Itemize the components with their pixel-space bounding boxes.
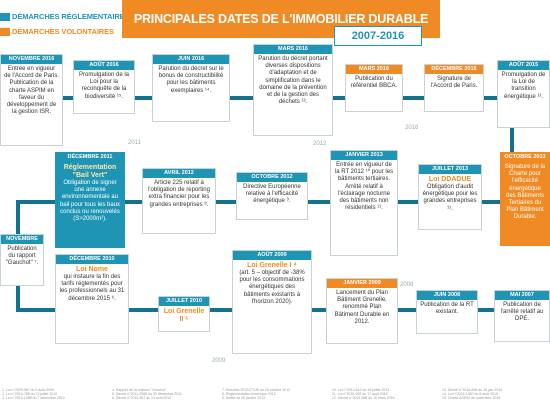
legend-label-regulatory: Démarches réglementaires — [12, 12, 130, 21]
event-date: JUILLET 2010 — [159, 297, 209, 306]
footnote: 1. Loi n°2009-967 du 3 août 2009 — [2, 388, 54, 392]
year-marker-2012: 2012 — [313, 141, 327, 147]
year-marker-2008: 2008 — [400, 282, 414, 288]
event-jan-2013: JANVIER 2013 Entrée en vigueur de la RT … — [330, 150, 398, 256]
footnote: 11. Loi n°2015-992 du 17 août 2015 — [332, 392, 388, 396]
event-mar-2016: MARS 2016 Parution du décret portant div… — [253, 44, 333, 136]
legend-label-voluntary: Démarches volontaires — [12, 27, 114, 36]
footnote: 14. Loi n°2016-1087 du 8 août 2016 — [442, 392, 498, 396]
event-text: Signature de la Charte pour l'efficacité… — [504, 164, 546, 221]
event-aug-2015: AOÛT 2015 Promulgation de la Loi de tran… — [497, 60, 550, 128]
footnote: 13. Décret n°2016-856 du 28 juin 2016 — [442, 388, 503, 392]
event-text: Article 225 relatif à l'obligation de re… — [148, 180, 210, 208]
event-jun-2008: JUIN 2008 Publication de la RT existant. — [416, 290, 478, 334]
event-aug-2016: AOÛT 2016 Promulgation de la Loi pour la… — [73, 60, 135, 114]
legend-regulatory: Démarches réglementaires — [0, 12, 130, 22]
event-text: Parution du décret sur le bonus de const… — [158, 66, 224, 94]
event-nov-2011: NOVEMBRE 2011 Publication du rapport "Ga… — [0, 234, 44, 286]
event-date: JANVIER 2013 — [331, 151, 397, 160]
event-text: Parution du décret portant diverses disp… — [258, 56, 328, 106]
footnote: 4. Rapport de la mission "Gauchot" — [112, 388, 167, 392]
footnote: 9. Arrêté du 25 janvier 2013 — [222, 396, 266, 400]
footnote: 3. Loi n°2010-1488 du 7 décembre 2010 — [2, 396, 65, 400]
footnotes: 1. Loi n°2009-967 du 3 août 2009 2. Loi … — [0, 388, 550, 400]
event-nov-2016: NOVEMBRE 2016 Entrée en vigueur de l'Acc… — [0, 54, 63, 146]
event-text: Obligation de signer une annexe environn… — [59, 180, 121, 223]
footnote: 5. Décret n°2011-2058 du 30 décembre 201… — [112, 392, 182, 396]
legend-swatch-voluntary — [0, 28, 10, 37]
event-date: JANVIER 2009 — [327, 279, 397, 288]
event-date: NOVEMBRE 2016 — [1, 55, 62, 64]
event-label: Loi DDADUE — [428, 176, 472, 183]
event-date: MARS 2016 — [346, 65, 402, 74]
event-text: Entrée en vigueur de l'Accord de Paris. … — [4, 66, 59, 116]
event-date: AVRIL 2012 — [143, 169, 215, 178]
event-text: Signature de l'Accord de Paris. — [430, 76, 478, 90]
event-oct-2013: OCTOBRE 2013 Signature de la Charte pour… — [500, 152, 550, 246]
legend-voluntary: Démarches volontaires — [0, 27, 114, 37]
year-marker-2011: 2011 — [128, 140, 141, 146]
event-text: Lancement du Plan Bâtiment Grenelle, ren… — [334, 290, 390, 325]
event-jan-2009: JANVIER 2009 Lancement du Plan Bâtiment … — [326, 278, 398, 344]
event-aug-2009: AOÛT 2009 Loi Grenelle I ⁴(art. 5 – obje… — [232, 250, 312, 354]
event-label: Loi Grenelle I ⁴ — [247, 262, 297, 269]
footnote: 2. Loi n°2010-788 du 12 juillet 2010 — [2, 392, 58, 396]
event-date: JUIN 2016 — [153, 55, 229, 64]
event-text: Promulgation de la Loi de transition éne… — [501, 72, 546, 100]
footnote: 8. Réglementation thermique 2012 — [222, 392, 276, 396]
event-text: Obligation d'audit énergétique pour les … — [422, 184, 478, 212]
event-date: NOVEMBRE 2011 — [1, 235, 43, 251]
footnote: 12. Décret n°2016-288 du 10 mars 2016 — [332, 396, 395, 400]
page-title: PRINCIPALES DATES DE L'IMMOBILIER DURABL… — [122, 0, 440, 38]
event-label: Loi Grenelle II ⁵ — [163, 308, 205, 323]
event-text: Directive Européenne relative à l'effica… — [243, 184, 301, 205]
event-date: DÉCEMBRE 2010 — [56, 255, 128, 264]
event-may-2007: MAI 2007 Publication de l'arrêté relatif… — [494, 290, 550, 342]
event-date: MAI 2007 — [495, 291, 549, 300]
event-date: MARS 2016 — [254, 45, 332, 54]
event-date: AOÛT 2009 — [233, 251, 311, 260]
event-text: Publication de la RT existant. — [420, 302, 474, 316]
event-dec-2015: DÉCEMBRE 2015 Signature de l'Accord de P… — [424, 64, 484, 112]
event-label: Réglementation "Bail Vert" — [63, 164, 117, 179]
event-text: Publication du rapport "Gauchot" ⁷. — [5, 246, 39, 267]
event-text: Entrée en vigueur de la RT 2012 ¹⁰ pour … — [334, 162, 394, 212]
event-oct-2012: OCTOBRE 2012 Directive Européenne relati… — [236, 172, 308, 220]
footnote: 6. Décret n°2012-557 du 24 avril 2012 — [112, 396, 172, 400]
footnote: 15. Charte ASPIM de novembre 2016 — [442, 396, 501, 400]
event-text: Publication de l'arrêté relatif au DPE. — [500, 302, 544, 323]
event-jul-2010: JUILLET 2010 Loi Grenelle II ⁵ — [158, 296, 210, 332]
event-text: qui instaure la fin des tarifs réglement… — [59, 274, 125, 302]
event-date: DÉCEMBRE 2011 — [56, 153, 124, 162]
event-dec-2011: DÉCEMBRE 2011 Réglementation "Bail Vert"… — [55, 152, 125, 248]
event-date: DÉCEMBRE 2015 — [425, 65, 483, 74]
footnote: 7. Directive 2012/27/UE du 25 octobre 20… — [222, 388, 291, 392]
timeline-curve-right — [510, 96, 514, 204]
event-text: Promulgation de la Loi pour la reconquêt… — [78, 72, 130, 100]
event-date: AOÛT 2015 — [498, 61, 549, 70]
period-badge: 2007-2016 — [334, 26, 422, 46]
event-mar-2016b: MARS 2016 Publication du référentiel BBC… — [345, 64, 403, 112]
event-date: AOÛT 2016 — [74, 61, 134, 70]
legend-swatch-regulatory — [0, 13, 10, 22]
event-apr-2012: AVRIL 2012 Article 225 relatif à l'oblig… — [142, 168, 216, 234]
footnote: 10. Loi n°2013-619 du 16 juillet 2013 — [332, 388, 390, 392]
event-date: OCTOBRE 2013 — [501, 153, 549, 162]
event-text: (art. 5 – objectif de -38% pour les cons… — [239, 270, 305, 305]
year-marker-2016: 2016 — [405, 125, 419, 131]
event-date: OCTOBRE 2012 — [237, 173, 307, 182]
event-text: Publication du référentiel BBCA. — [350, 76, 398, 90]
event-jun-2016: JUIN 2016 Parution du décret sur le bonu… — [152, 54, 230, 122]
event-label: Loi Nome — [76, 266, 108, 273]
event-date: JUIN 2008 — [417, 291, 477, 300]
event-date: JUILLET 2013 — [419, 165, 481, 174]
year-marker-2009: 2009 — [212, 358, 226, 364]
